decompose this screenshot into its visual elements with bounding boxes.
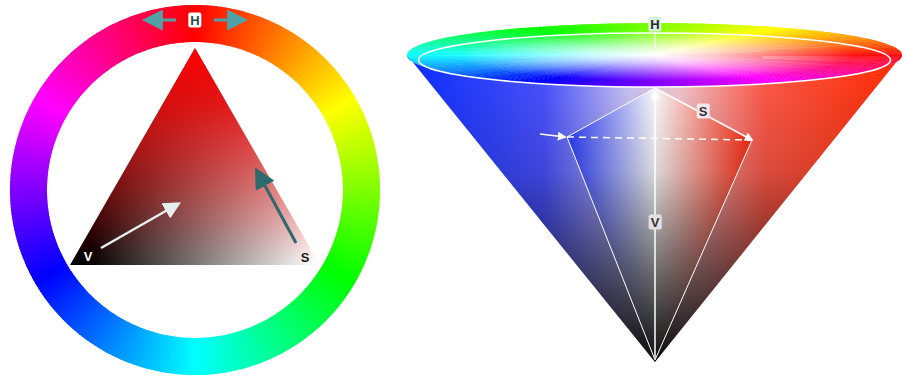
cone-top-white bbox=[407, 23, 902, 87]
cut-edge bbox=[567, 137, 752, 360]
saturation-label: S bbox=[299, 250, 312, 265]
saturation-arrow bbox=[257, 171, 296, 243]
hue-arrow bbox=[214, 19, 244, 22]
hue-arrow bbox=[540, 134, 565, 137]
value-label: V bbox=[82, 249, 95, 264]
cone-top-disc bbox=[407, 23, 902, 87]
hue-arrow bbox=[146, 19, 176, 22]
value-arrow bbox=[101, 204, 178, 248]
saturation-arrow bbox=[655, 88, 752, 140]
hue-circle bbox=[419, 33, 891, 87]
dashed-diameter bbox=[567, 137, 752, 140]
cut-edge bbox=[567, 88, 655, 137]
cone-side bbox=[407, 55, 902, 362]
cone-shade bbox=[407, 55, 902, 362]
hue-ring bbox=[10, 5, 380, 375]
value-label: V bbox=[649, 215, 662, 230]
saturation-label: S bbox=[697, 104, 710, 119]
hue-label: H bbox=[188, 13, 201, 28]
hue-label: H bbox=[648, 17, 661, 32]
hue-tick bbox=[654, 32, 655, 48]
sv-triangle bbox=[60, 40, 330, 270]
